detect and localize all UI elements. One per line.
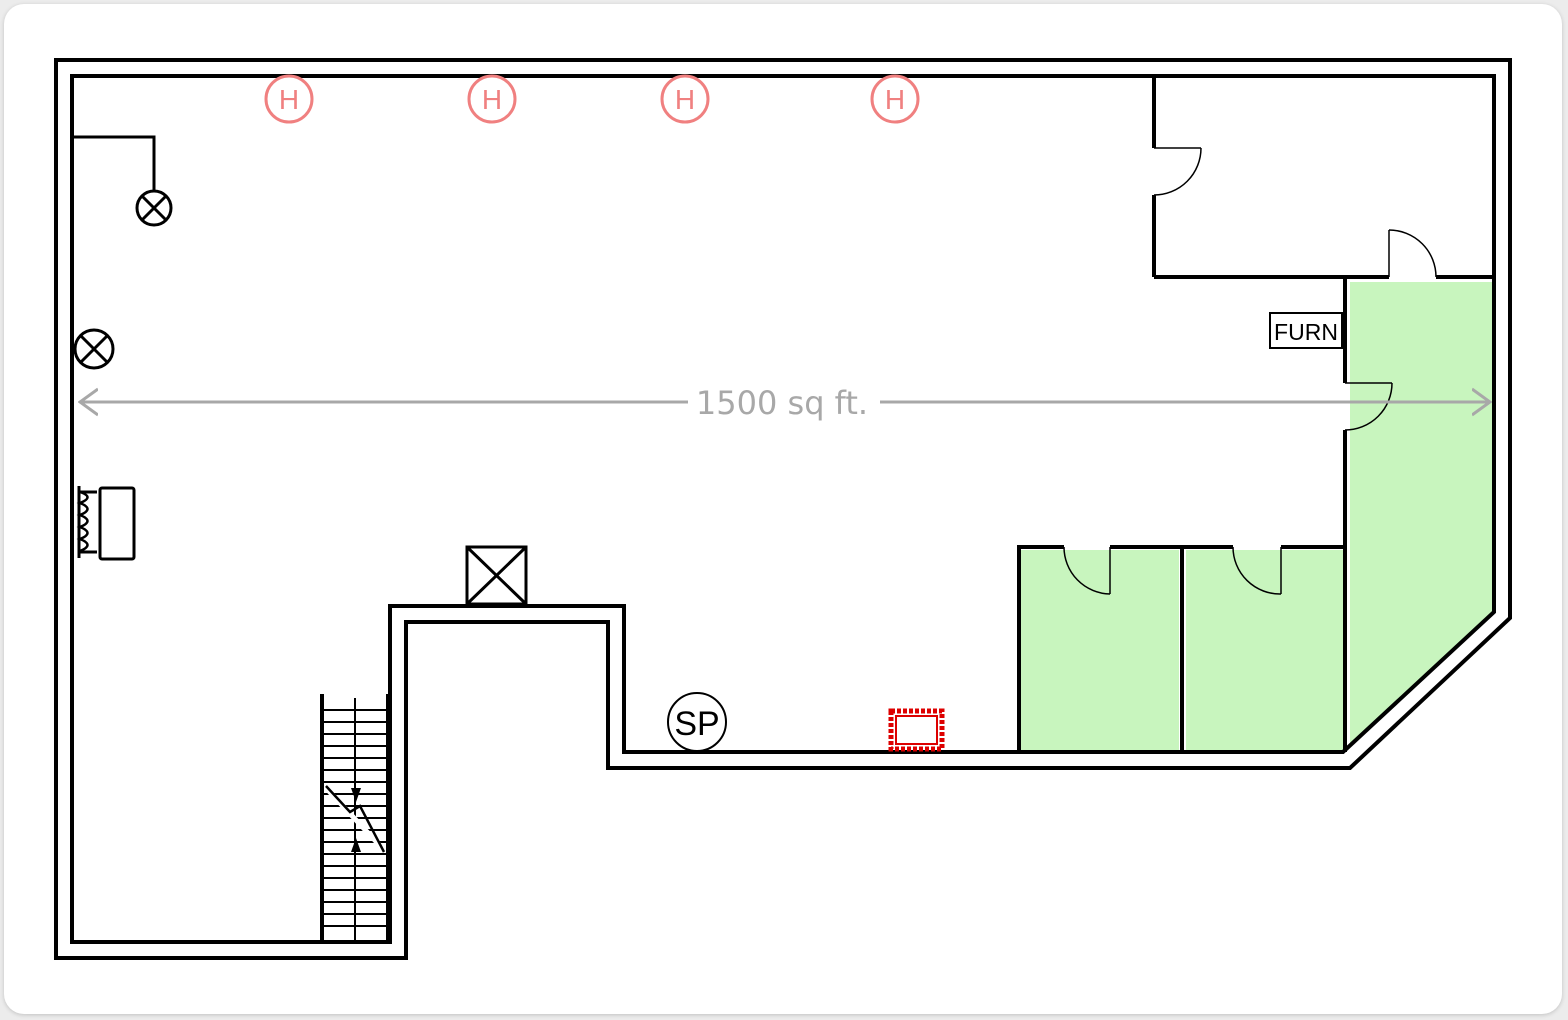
ceiling-light-icon[interactable] bbox=[73, 328, 115, 370]
interior-walls bbox=[1017, 76, 1494, 752]
sump-pump-icon[interactable]: SP bbox=[667, 692, 727, 752]
outer-wall-line bbox=[54, 58, 1512, 960]
sump-pump-label: SP bbox=[674, 705, 719, 743]
heater-icon[interactable]: H bbox=[264, 74, 314, 124]
heater-icon[interactable]: H bbox=[467, 74, 517, 124]
doors bbox=[1063, 147, 1437, 595]
door-finished-room-2[interactable] bbox=[1232, 546, 1282, 595]
heater-icon[interactable]: H bbox=[660, 74, 710, 124]
finished-room-2[interactable] bbox=[1186, 550, 1344, 752]
door-finished-room-1[interactable] bbox=[1063, 546, 1111, 595]
ceiling-light-icon[interactable] bbox=[74, 135, 173, 227]
finished-rooms bbox=[1021, 282, 1494, 752]
hazard-marker-icon[interactable] bbox=[888, 708, 945, 752]
heaters: H H H H bbox=[264, 74, 920, 124]
staircase-icon[interactable] bbox=[320, 694, 390, 942]
baseboard-heater-icon[interactable] bbox=[76, 486, 136, 561]
floorplan-card bbox=[4, 4, 1562, 1014]
door-utility[interactable] bbox=[1388, 229, 1437, 278]
furnace-icon[interactable]: FURN bbox=[1269, 312, 1343, 349]
finished-room-3[interactable] bbox=[1350, 282, 1494, 746]
heater-icon[interactable]: H bbox=[870, 74, 920, 124]
heater-label: H bbox=[482, 84, 502, 115]
heater-label: H bbox=[675, 84, 695, 115]
area-label: 1500 sq ft. bbox=[696, 384, 868, 422]
exterior-walls bbox=[54, 58, 1512, 960]
inner-wall-line bbox=[70, 74, 1496, 944]
furnace-label: FURN bbox=[1274, 319, 1338, 345]
heater-label: H bbox=[279, 84, 299, 115]
door-finished-room-3[interactable] bbox=[1344, 382, 1393, 431]
door-storage-room[interactable] bbox=[1153, 147, 1202, 196]
heater-label: H bbox=[885, 84, 905, 115]
finished-room-1[interactable] bbox=[1021, 550, 1179, 752]
electrical-panel-icon[interactable] bbox=[465, 545, 528, 606]
